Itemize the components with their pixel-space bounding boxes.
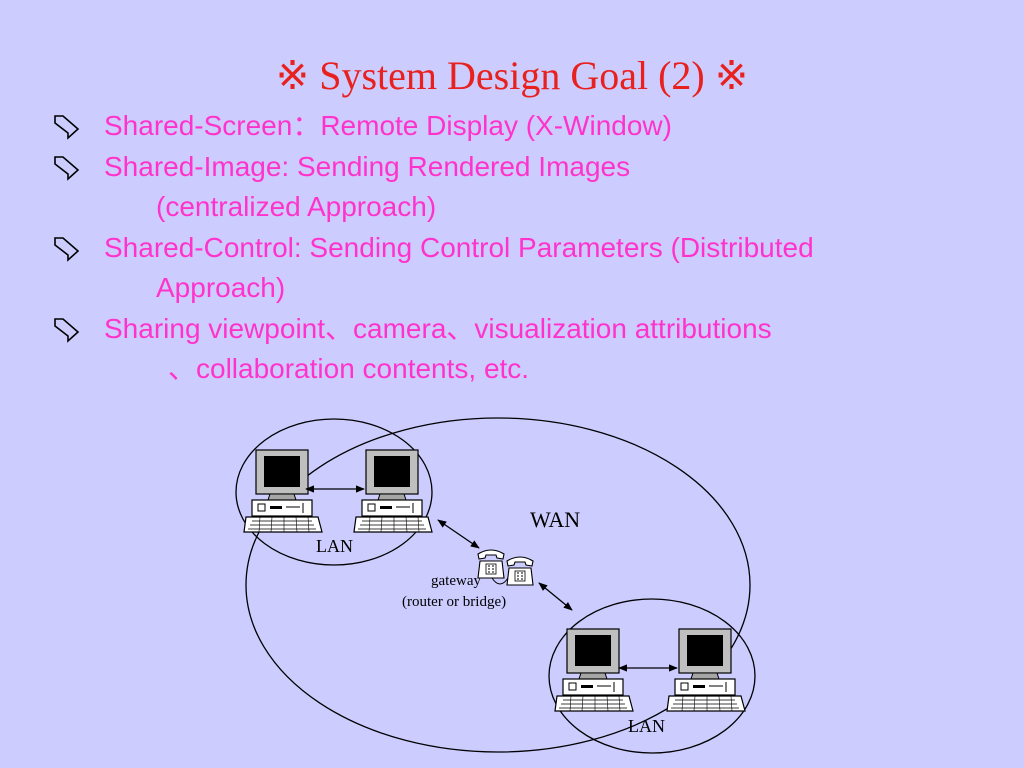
bullet-text-continuation: 、collaboration contents, etc. <box>168 353 530 384</box>
slide-title: ※ System Design Goal (2) ※ <box>275 53 749 98</box>
desktop-computer-icon <box>243 449 323 533</box>
bullet-item: Shared-Control: Sending Control Paramete… <box>52 228 1012 309</box>
lan-top-label: LAN <box>316 536 353 556</box>
bullet-text: Sharing viewpoint、camera、visualization a… <box>104 312 772 344</box>
desktop-computer-icon <box>666 628 746 712</box>
bullet-text-continuation: (centralized Approach) <box>156 191 437 222</box>
wan-ellipse <box>245 417 751 753</box>
bullet-item: Shared-Image: Sending Rendered Images (c… <box>52 147 1012 228</box>
telephone-cord <box>491 577 509 585</box>
lan-bottom-label: LAN <box>628 716 665 736</box>
hollow-arrow-icon <box>54 317 80 343</box>
link-arrow-lan-to-gateway <box>437 519 480 549</box>
bullet-item: Sharing viewpoint、camera、visualization a… <box>52 309 1012 390</box>
desktop-computer-icon <box>353 449 433 533</box>
telephone-icon <box>477 549 505 579</box>
link-arrow-gateway-to-lan <box>538 582 573 611</box>
hollow-arrow-icon <box>54 155 80 181</box>
lan-top-ellipse <box>235 418 433 566</box>
bullet-list: Shared-Screen：Remote Display (X-Window) … <box>52 106 1012 390</box>
gateway-sublabel: (router or bridge) <box>402 594 507 610</box>
bullet-item: Shared-Screen：Remote Display (X-Window) <box>52 106 1012 147</box>
bullet-text: Shared-Image: Sending Rendered Images <box>104 150 631 182</box>
telephone-icon <box>506 556 534 586</box>
bullet-text-continuation: Approach) <box>156 272 286 303</box>
desktop-computer-icon <box>554 628 634 712</box>
bullet-text: Shared-Control: Sending Control Paramete… <box>104 231 814 263</box>
wan-label: WAN <box>530 507 581 532</box>
hollow-arrow-icon <box>54 115 80 140</box>
hollow-arrow-icon <box>54 236 80 262</box>
gateway-label: gateway <box>431 573 481 589</box>
lan-bottom-ellipse <box>548 598 756 754</box>
bullet-text: Shared-Screen：Remote Display (X-Window) <box>104 110 672 141</box>
